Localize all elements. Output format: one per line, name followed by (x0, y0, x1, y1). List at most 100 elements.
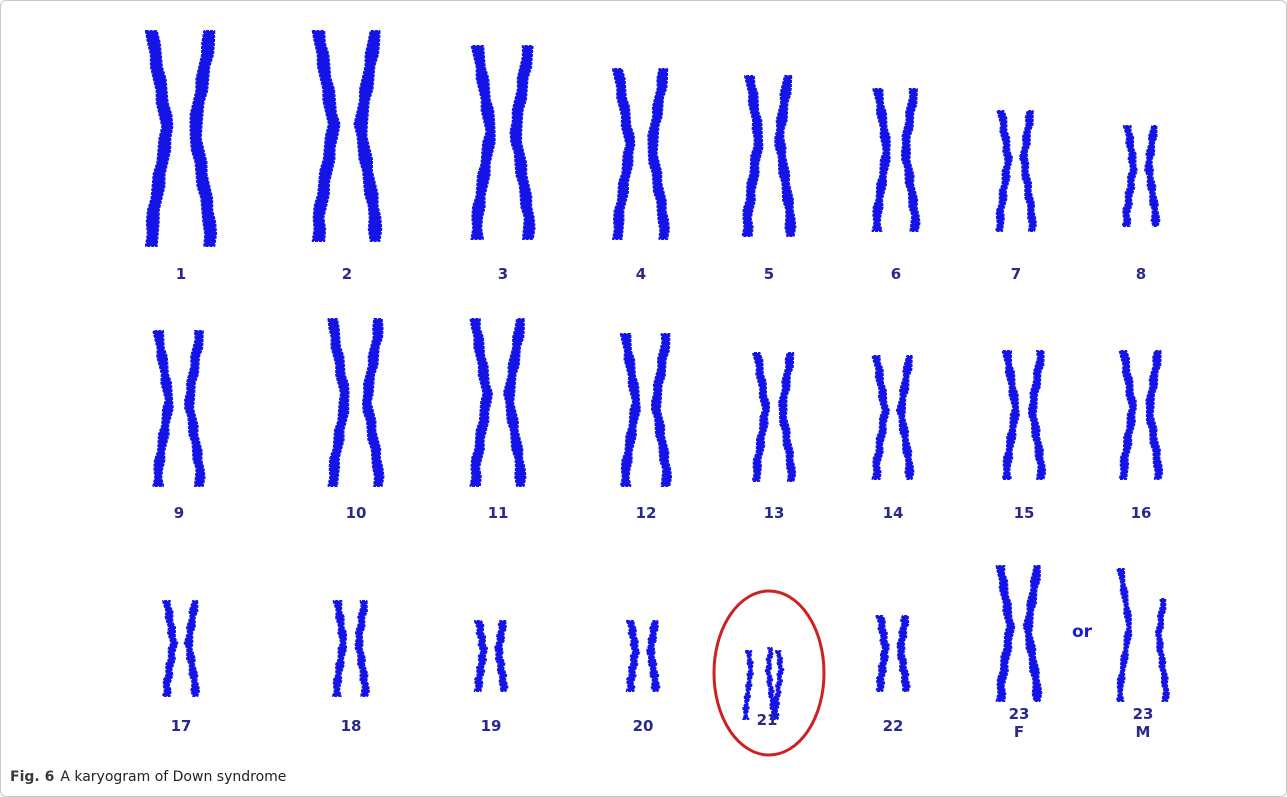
chromatid-16-1 (1120, 351, 1136, 479)
chromosome-20 (627, 621, 660, 691)
chromosome-19 (475, 621, 508, 691)
chromatid-11-2 (504, 319, 526, 486)
chromatid-21-1 (743, 651, 753, 719)
chromatid-15-2 (1029, 351, 1045, 479)
chromosome-9 (153, 331, 204, 486)
chromatid-8-1 (1123, 126, 1137, 226)
chromatid-1-2 (191, 31, 217, 246)
chromatid-19-1 (475, 621, 487, 691)
chromosome-label: 15 (1014, 504, 1035, 522)
chromosome-17 (163, 601, 199, 696)
chromosome-label: 21 (757, 711, 778, 729)
chromosome-21 (743, 648, 783, 719)
chromosome-1 (146, 31, 216, 246)
chromosome-label: 20 (633, 717, 654, 735)
chromosome-label: 13 (764, 504, 785, 522)
chromosome-label: 16 (1131, 504, 1152, 522)
figure-number: Fig. 6 (10, 769, 54, 785)
chromatid-9-2 (185, 331, 205, 486)
chromosome-13 (753, 353, 796, 481)
chromatid-11-1 (471, 319, 493, 486)
chromosome-18 (333, 601, 369, 696)
chromatid-1-1 (146, 31, 173, 246)
chromosome-label: 18 (341, 717, 362, 735)
chromatid-14-2 (897, 356, 914, 479)
chromosome-layer (146, 31, 1169, 755)
chromosome-sublabel: M (1136, 723, 1151, 741)
chromatid-12-2 (652, 334, 671, 486)
chromatid-7-1 (996, 111, 1012, 231)
chromosome-label: 2 (342, 265, 352, 283)
chromosome-label: 11 (488, 504, 509, 522)
chromosome-7 (996, 111, 1036, 231)
chromatid-18-1 (333, 601, 346, 696)
chromatid-12-1 (621, 334, 640, 486)
chromosome-22 (876, 616, 909, 691)
chromosome-label: 23 (1133, 705, 1154, 723)
chromatid-10-1 (329, 319, 349, 486)
chromosome-10 (329, 319, 384, 486)
chromatid-23m-2 (1156, 599, 1169, 701)
chromosome-2 (313, 31, 382, 241)
figure-caption: Fig. 6 A karyogram of Down syndrome (10, 769, 286, 785)
chromosome-label: 9 (174, 504, 184, 522)
chromatid-9-1 (153, 331, 172, 486)
chromosome-label: 6 (891, 265, 901, 283)
chromosome-4 (613, 69, 669, 239)
chromosome-label: 8 (1136, 265, 1146, 283)
chromosome-sublabel: F (1014, 723, 1024, 741)
chromatid-18-2 (356, 601, 369, 696)
chromatid-20-1 (627, 621, 640, 691)
chromosome-5 (743, 76, 796, 236)
chromatid-16-2 (1146, 351, 1162, 479)
chromatid-13-1 (753, 353, 769, 481)
chromatid-6-2 (902, 89, 920, 231)
chromosome-label: 19 (481, 717, 502, 735)
chromosome-label: 5 (764, 265, 774, 283)
chromatid-14-1 (873, 356, 890, 479)
chromatid-5-2 (775, 76, 795, 236)
chromatid-21-3 (773, 651, 783, 719)
chromatid-4-2 (648, 69, 669, 239)
chromatid-6-1 (873, 89, 890, 231)
chromosome-3 (471, 46, 534, 239)
or-separator: or (1072, 622, 1093, 642)
chromosome-label: 7 (1011, 265, 1021, 283)
chromatid-23m-1 (1117, 569, 1131, 701)
caption-text: A karyogram of Down syndrome (60, 769, 286, 785)
chromatid-7-2 (1020, 111, 1036, 231)
chromosome-label: 22 (883, 717, 904, 735)
chromosome-label: 3 (498, 265, 508, 283)
chromosome-8 (1123, 126, 1160, 226)
chromosome-12 (621, 334, 671, 486)
chromatid-20-2 (647, 621, 660, 691)
chromosome-label: 14 (883, 504, 904, 522)
chromatid-3-1 (471, 46, 494, 239)
chromatid-23f-2 (1024, 566, 1042, 701)
chromatid-3-2 (511, 46, 535, 239)
chromosome-14 (873, 356, 914, 479)
chromatid-10-2 (363, 319, 384, 486)
chromosome-16 (1120, 351, 1163, 479)
chromosome-label: 17 (171, 717, 192, 735)
chromatid-2-2 (354, 31, 381, 241)
chromatid-4-1 (613, 69, 634, 239)
chromatid-2-1 (313, 31, 340, 241)
chromatid-17-1 (163, 601, 178, 696)
chromosome-15 (1003, 351, 1046, 479)
chromatid-15-1 (1003, 351, 1019, 479)
chromatid-23f-1 (997, 566, 1015, 701)
chromosome-label: 1 (176, 265, 186, 283)
chromosome-label: 23 (1009, 705, 1030, 723)
chromatid-19-2 (495, 621, 507, 691)
chromosome-label: 4 (636, 265, 646, 283)
chromosome-23-f (997, 566, 1042, 701)
chromosome-label: 12 (636, 504, 657, 522)
chromosome-11 (471, 319, 526, 486)
chromatid-5-1 (743, 76, 763, 236)
chromatid-17-2 (185, 601, 200, 696)
chromatid-13-2 (779, 353, 795, 481)
chromosome-label: 10 (346, 504, 367, 522)
